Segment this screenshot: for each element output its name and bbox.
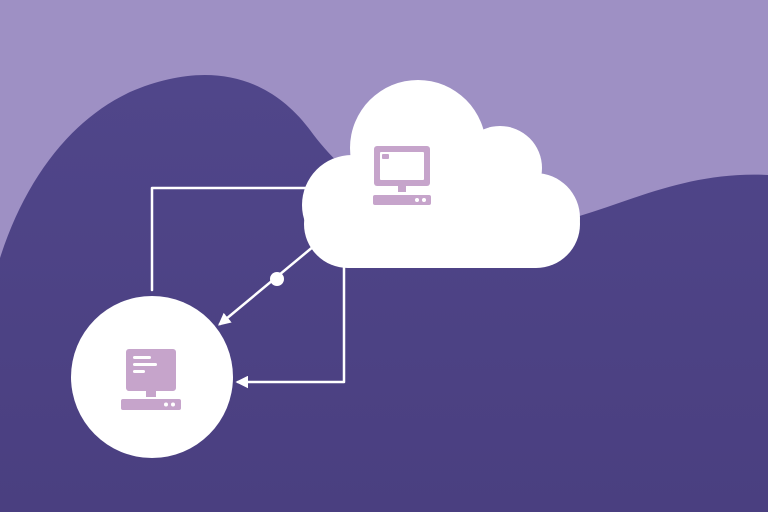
connector-top bbox=[150, 186, 320, 292]
connector-diagonal bbox=[218, 244, 316, 326]
connectors bbox=[150, 186, 346, 389]
connector-bottom bbox=[235, 260, 346, 389]
computer-terminal-icon bbox=[121, 349, 181, 410]
client-node bbox=[71, 296, 233, 458]
computer-monitor-icon bbox=[373, 146, 431, 205]
cloud-node bbox=[302, 80, 580, 268]
connector-junction-dot bbox=[270, 272, 284, 286]
